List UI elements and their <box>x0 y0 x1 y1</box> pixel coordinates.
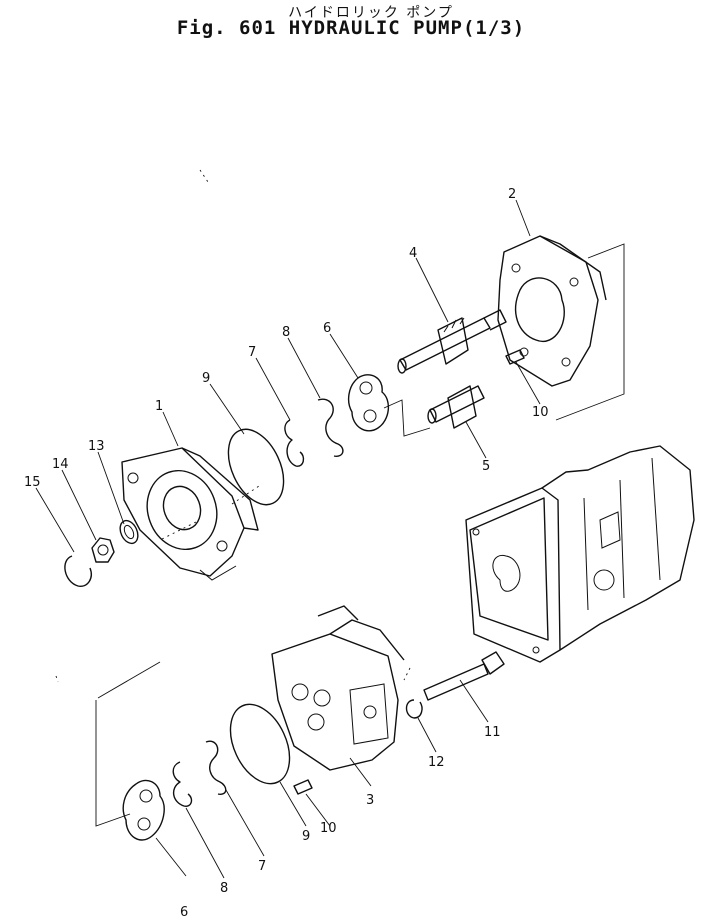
callout-6-upper: 6 <box>323 321 331 336</box>
callout-7-lower: 7 <box>258 859 266 874</box>
callout-14: 14 <box>52 457 69 472</box>
callout-5: 5 <box>482 459 490 474</box>
part-5-driven-gear <box>427 385 485 429</box>
part-8-backup-ring-upper <box>317 398 344 457</box>
figure-title: Fig. 601 HYDRAULIC PUMP(1/3) <box>176 17 526 39</box>
part-3-rear-body <box>271 605 405 771</box>
figure-title-japanese: ハイドロリック ポンプ <box>288 5 454 21</box>
callout-11: 11 <box>484 725 501 740</box>
part-15-snap-ring <box>64 555 92 587</box>
part-10-pin-lower <box>293 779 313 795</box>
part-9-o-ring-lower <box>229 703 291 785</box>
part-1-front-cover <box>121 447 259 581</box>
leader-lines <box>35 199 541 879</box>
callout-15: 15 <box>24 475 41 490</box>
part-12-washer <box>405 699 423 719</box>
callout-10-lower: 10 <box>320 821 337 836</box>
part-7-seal-upper <box>284 419 305 467</box>
callout-10-upper: 10 <box>532 405 549 420</box>
callout-8-upper: 8 <box>282 325 290 340</box>
part-6-bushing-lower <box>122 779 165 841</box>
callout-3: 3 <box>366 793 374 808</box>
callout-9-lower: 9 <box>302 829 310 844</box>
part-9-o-ring-upper <box>227 428 285 506</box>
part-10-pin-upper <box>505 349 525 365</box>
callout-7-upper: 7 <box>248 345 256 360</box>
part-4-drive-gear <box>397 309 507 374</box>
callout-9-upper: 9 <box>202 371 210 386</box>
part-14-nut <box>91 537 115 563</box>
callout-1: 1 <box>155 399 163 414</box>
part-7-seal-lower <box>205 740 227 795</box>
assembled-pump-body <box>465 445 695 663</box>
callout-6-lower: 6 <box>180 905 188 919</box>
callout-8-lower: 8 <box>220 881 228 896</box>
part-2-gear-body <box>497 235 607 387</box>
callout-4: 4 <box>409 246 417 261</box>
part-6-bushing-upper <box>347 374 389 432</box>
callout-13: 13 <box>88 439 105 454</box>
part-8-backup-ring-lower <box>172 761 193 807</box>
part-11-bolt <box>423 651 505 701</box>
callout-12: 12 <box>428 755 445 770</box>
part-13-washer <box>119 519 139 545</box>
callout-2: 2 <box>508 187 516 202</box>
